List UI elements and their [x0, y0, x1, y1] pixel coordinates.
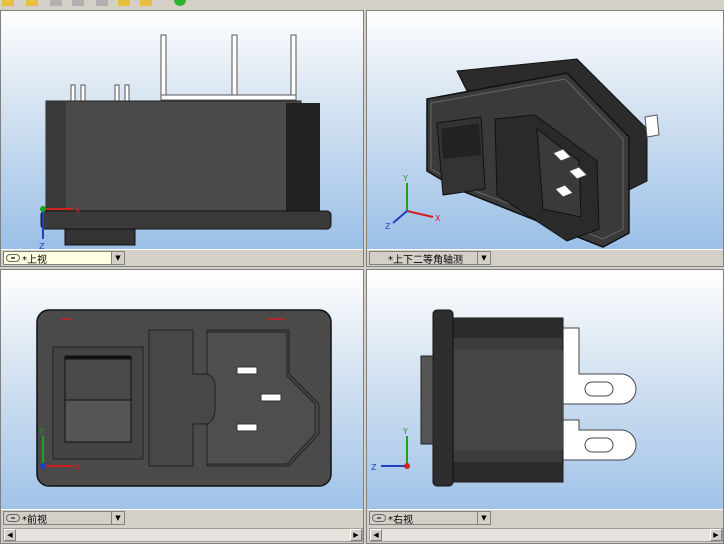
- right-view-model: [381, 309, 637, 487]
- horizontal-scrollbar[interactable]: ◀ ▶: [3, 528, 363, 542]
- horizontal-scrollbar[interactable]: ◀ ▶: [369, 528, 723, 542]
- chevron-down-icon[interactable]: ▼: [477, 252, 490, 264]
- save-icon[interactable]: [26, 0, 38, 6]
- top-axis-labels: X Z: [39, 206, 81, 251]
- chevron-down-icon[interactable]: ▼: [477, 512, 490, 524]
- front-view-model: [36, 309, 332, 487]
- link-view-icon[interactable]: [372, 514, 386, 522]
- svg-text:Z: Z: [371, 463, 377, 472]
- viewport-top[interactable]: X Z *上视 ▼: [0, 10, 364, 267]
- view-orientation-select[interactable]: *前视 ▼: [3, 511, 125, 526]
- view-orientation-select[interactable]: *上下二等角轴测 ▼: [369, 251, 491, 266]
- view-orientation-select[interactable]: *上视 ▼: [3, 251, 125, 266]
- svg-text:Y: Y: [38, 427, 44, 436]
- view-orientation-label: *上视: [22, 254, 47, 266]
- viewport-right-statusbar: *右视 ▼ ◀ ▶: [367, 509, 723, 543]
- scroll-right-button[interactable]: ▶: [710, 529, 722, 541]
- undo-icon[interactable]: [50, 0, 62, 6]
- viewport-front-statusbar: *前视 ▼ ◀ ▶: [1, 509, 363, 543]
- axis-z-label: Z: [39, 242, 45, 251]
- iso-view-model: [392, 58, 660, 248]
- iso-axis-labels: Y X Z: [385, 174, 441, 231]
- view-orientation-select[interactable]: *右视 ▼: [369, 511, 491, 526]
- chevron-down-icon[interactable]: ▼: [111, 252, 124, 264]
- svg-text:Z: Z: [385, 222, 391, 231]
- view-orientation-label: *右视: [388, 514, 413, 526]
- folder-icon[interactable]: [2, 0, 14, 6]
- viewport-right[interactable]: Y Z *右视 ▼ ◀ ▶: [366, 269, 724, 544]
- axis-x-label: X: [75, 206, 81, 215]
- svg-text:X: X: [75, 463, 81, 472]
- rebuild-check-icon[interactable]: [174, 0, 186, 6]
- chevron-down-icon[interactable]: ▼: [111, 512, 124, 524]
- toolbar: [0, 0, 724, 10]
- viewport-iso[interactable]: Y X Z *上下二等角轴测 ▼: [366, 10, 724, 267]
- open-icon[interactable]: [96, 0, 108, 6]
- scroll-left-button[interactable]: ◀: [370, 529, 382, 541]
- close-icon[interactable]: [118, 0, 130, 6]
- redo-icon[interactable]: [72, 0, 84, 6]
- viewport-front[interactable]: Y X *前视 ▼ ◀ ▶: [0, 269, 364, 544]
- svg-text:Y: Y: [402, 174, 408, 183]
- link-view-icon[interactable]: [6, 254, 20, 262]
- front-axis-labels: Y X: [38, 427, 81, 472]
- rebuild-check-icon[interactable]: [140, 0, 152, 6]
- link-view-icon[interactable]: [6, 514, 20, 522]
- right-axis-labels: Y Z: [371, 427, 408, 472]
- viewport-iso-statusbar: *上下二等角轴测 ▼: [367, 249, 723, 266]
- scroll-right-button[interactable]: ▶: [350, 529, 362, 541]
- viewport-top-statusbar: *上视 ▼: [1, 249, 363, 266]
- svg-text:Y: Y: [402, 427, 408, 436]
- svg-text:X: X: [435, 214, 441, 223]
- top-view-model: [40, 34, 332, 246]
- view-orientation-label: *上下二等角轴测: [388, 254, 463, 266]
- view-orientation-label: *前视: [22, 514, 47, 526]
- scroll-left-button[interactable]: ◀: [4, 529, 16, 541]
